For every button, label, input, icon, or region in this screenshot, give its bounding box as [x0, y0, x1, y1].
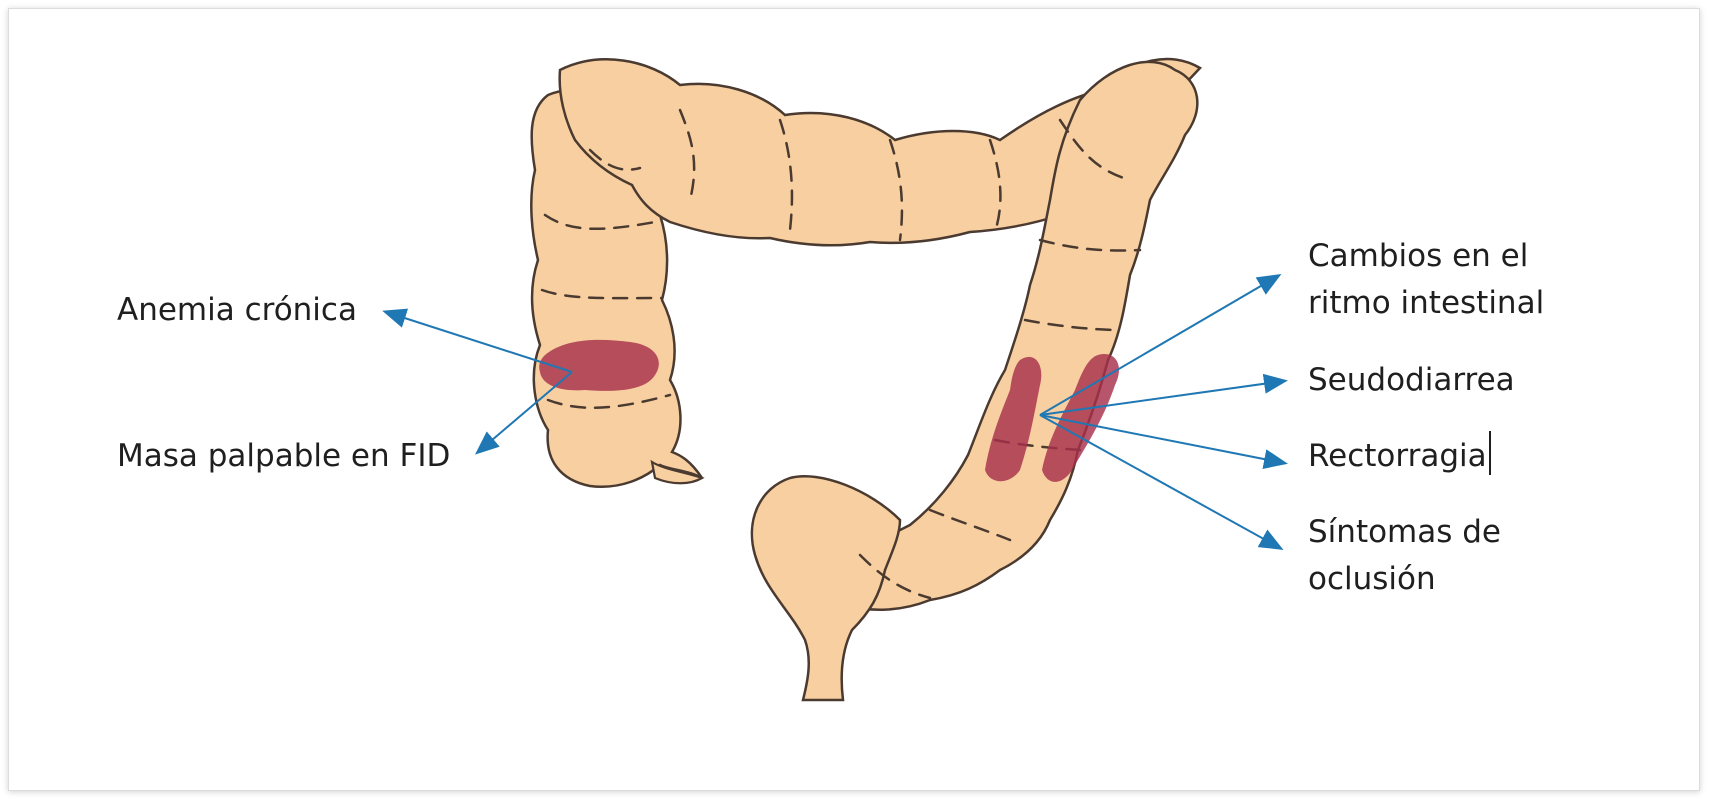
lesion-right-colon [539, 340, 659, 391]
label-sintomas-line1: Síntomas de [1308, 509, 1501, 556]
label-cambios-line1: Cambios en el [1308, 233, 1544, 280]
label-masa-palpable: Masa palpable en FID [117, 433, 450, 480]
label-seudodiarrea: Seudodiarrea [1308, 357, 1515, 404]
sigmoid-colon [752, 476, 900, 700]
label-anemia-cronica: Anemia crónica [117, 287, 357, 334]
text-cursor [1489, 431, 1491, 475]
label-cambios-ritmo: Cambios en el ritmo intestinal [1308, 233, 1544, 327]
label-sintomas-line2: oclusión [1308, 556, 1501, 603]
label-rectorragia: Rectorragia [1308, 438, 1487, 474]
arrow-sintomas [1040, 415, 1280, 548]
label-cambios-line2: ritmo intestinal [1308, 280, 1544, 327]
label-sintomas-oclusion: Síntomas de oclusión [1308, 509, 1501, 603]
label-rectorragia-wrap: Rectorragia [1308, 431, 1491, 480]
